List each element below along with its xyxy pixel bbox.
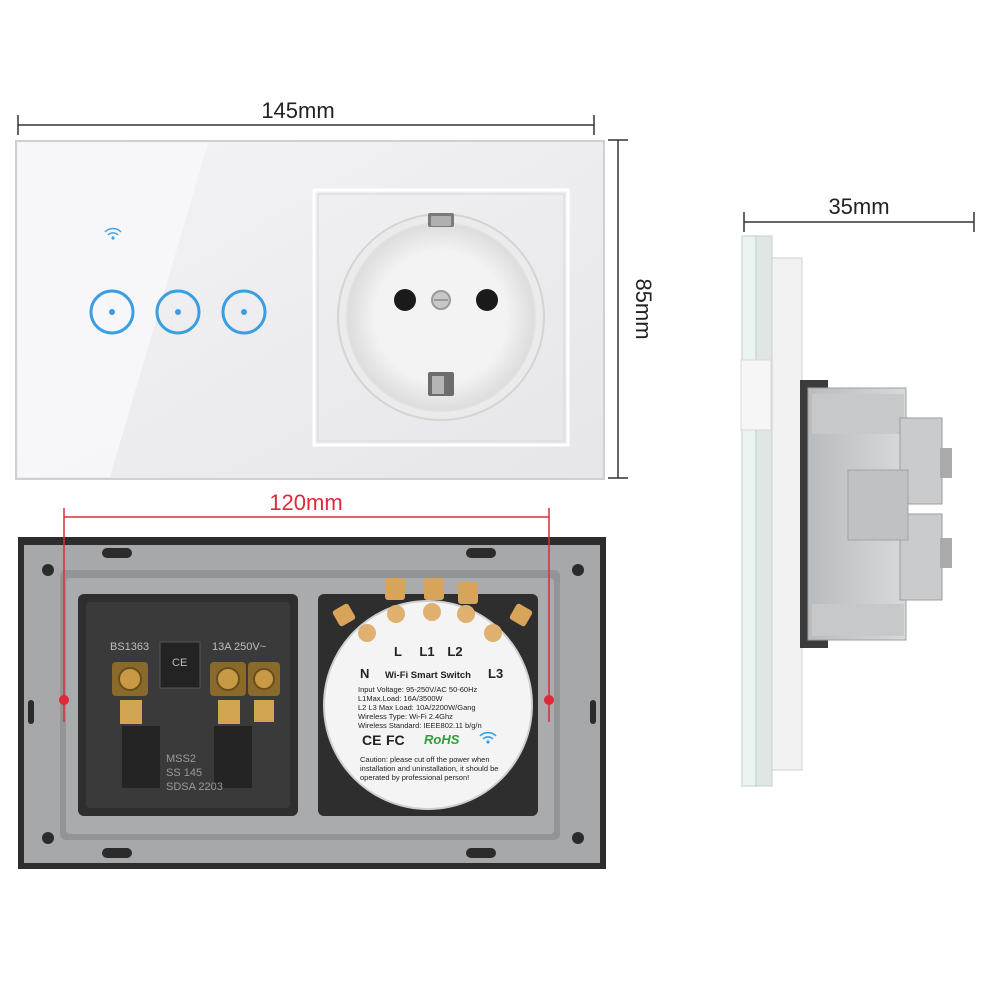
module-title: Wi-Fi Smart Switch [385,670,471,681]
terminal-label-l3: L3 [488,666,503,681]
socket-hole-right [476,289,498,311]
mount-spacing-dimension: 120mm [59,490,554,722]
spec-line-2: L1Max.Load: 16A/3500W [358,694,444,703]
touch-button-3[interactable] [221,289,267,335]
socket-marking-line-2: SS 145 [166,767,202,779]
socket-ce-text: CE [172,657,187,669]
brass-terminal-right [248,662,280,722]
brass-terminal-left [112,662,148,724]
socket-standard-text: BS1363 [110,641,149,653]
socket-back-module: BS1363 CE 13A 250V~ MSS2 SS 145 SDSA 220… [78,594,298,816]
spec-line-5: Wireless Standard: IEEE802.11 b/g/n [358,721,482,730]
socket-rating-text: 13A 250V~ [212,641,266,653]
terminal-label-n: N [360,666,369,681]
terminal-label-l2: L2 [447,644,462,659]
socket-hole-left [394,289,416,311]
module-wifi-icon [479,731,497,744]
caution-line-3: operated by professional person! [360,773,469,782]
terminal-pads [332,578,533,642]
power-socket [337,213,545,421]
width-dimension: 145mm [17,98,595,135]
socket-marking-line-3: SDSA 2203 [166,781,223,793]
spec-line-3: L2 L3 Max Load: 10A/2200W/Gang [358,703,476,712]
touch-button-1[interactable] [89,289,135,335]
width-label: 145mm [261,98,334,123]
caution-line-1: Caution: please cut off the power when [360,755,490,764]
cert-ce: CE [362,732,381,748]
wifi-switch-module: L L1 L2 N L3 Wi-Fi Smart Switch Input Vo… [318,578,538,816]
cert-fc: FC [386,732,405,748]
spec-line-4: Wireless Type: Wi-Fi 2.4Ghz [358,712,453,721]
wifi-indicator-icon [104,227,122,240]
spec-line-1: Input Voltage: 95-250V/AC 50-60Hz [358,685,477,694]
side-view [740,235,952,787]
brass-terminal-middle [210,662,246,724]
height-dimension: 85mm [608,139,656,479]
mount-spacing-label: 120mm [269,490,342,515]
depth-dimension: 35mm [743,194,975,232]
caution-line-2: installation and uninstallation, it shou… [360,764,498,773]
cert-rohs: RoHS [424,732,460,747]
socket-marking-line-1: MSS2 [166,753,196,765]
terminal-label-l: L [394,644,402,659]
depth-label: 35mm [828,194,889,219]
touch-button-2[interactable] [155,289,201,335]
height-label: 85mm [631,278,656,339]
terminal-label-l1: L1 [419,644,434,659]
